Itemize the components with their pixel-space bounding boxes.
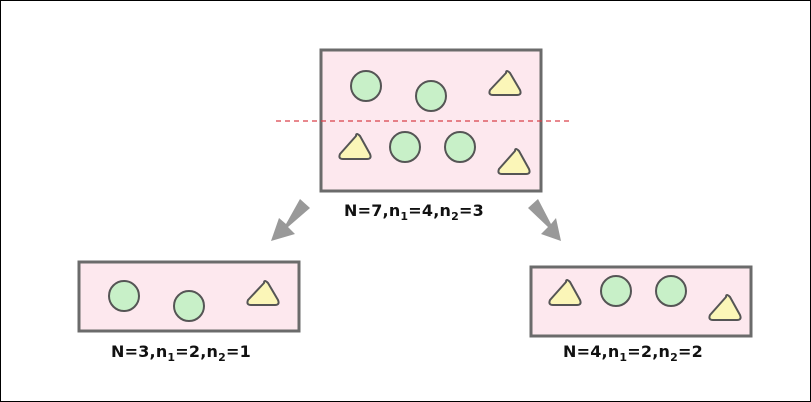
root-node-label: N=7,n1=4,n2=3 <box>344 201 484 223</box>
n1-equals: = <box>627 342 641 361</box>
n2-value: 2 <box>691 342 703 361</box>
n1-value: 2 <box>640 342 653 361</box>
n2-subscript: 2 <box>670 351 678 364</box>
triangle-shape <box>548 279 582 306</box>
n2-value: 1 <box>239 342 251 361</box>
left-arrow <box>271 199 310 241</box>
n2-prefix: ,n <box>200 342 219 361</box>
n-prefix: N= <box>111 342 139 361</box>
n-value: 4 <box>590 342 602 361</box>
n1-subscript: 1 <box>619 351 628 364</box>
n1-prefix: ,n <box>601 342 620 361</box>
n1-equals: = <box>175 342 189 361</box>
n2-prefix: ,n <box>433 201 452 220</box>
n-value: 7 <box>371 201 383 220</box>
n1-prefix: ,n <box>382 201 401 220</box>
right-arrow <box>528 199 561 241</box>
n-value: 3 <box>138 342 150 361</box>
triangle-shape <box>497 148 531 175</box>
left-arrow-shape <box>271 199 310 241</box>
right-arrow-shape <box>528 199 561 241</box>
circle-shape <box>108 280 140 312</box>
circle-shape <box>415 80 447 112</box>
triangle-shape <box>246 280 280 306</box>
circle-shape <box>655 275 687 307</box>
n2-equals: = <box>677 342 692 361</box>
left-node-label: N=3,n1=2,n2=1 <box>111 342 251 364</box>
circle-shape <box>350 70 382 102</box>
right-node-label: N=4,n1=2,n2=2 <box>563 342 703 364</box>
n2-prefix: ,n <box>652 342 671 361</box>
n1-prefix: ,n <box>149 342 168 361</box>
n-prefix: N= <box>344 201 372 220</box>
right-node <box>529 265 753 338</box>
circle-shape <box>600 275 632 307</box>
n1-equals: = <box>408 201 422 220</box>
circle-shape <box>173 290 205 322</box>
n2-value: 3 <box>472 201 484 220</box>
triangle-shape <box>708 294 742 321</box>
n2-subscript: 2 <box>218 351 226 364</box>
left-node <box>77 260 301 333</box>
root-node <box>276 48 571 193</box>
n2-subscript: 2 <box>451 210 459 223</box>
n2-equals: = <box>225 342 240 361</box>
n-prefix: N= <box>563 342 591 361</box>
n1-subscript: 1 <box>400 210 409 223</box>
n1-subscript: 1 <box>167 351 176 364</box>
circle-shape <box>444 131 476 163</box>
n2-equals: = <box>458 201 473 220</box>
circle-shape <box>389 131 421 163</box>
triangle-shape <box>488 70 522 96</box>
n1-value: 2 <box>188 342 201 361</box>
n1-value: 4 <box>421 201 434 220</box>
triangle-shape <box>338 133 372 160</box>
